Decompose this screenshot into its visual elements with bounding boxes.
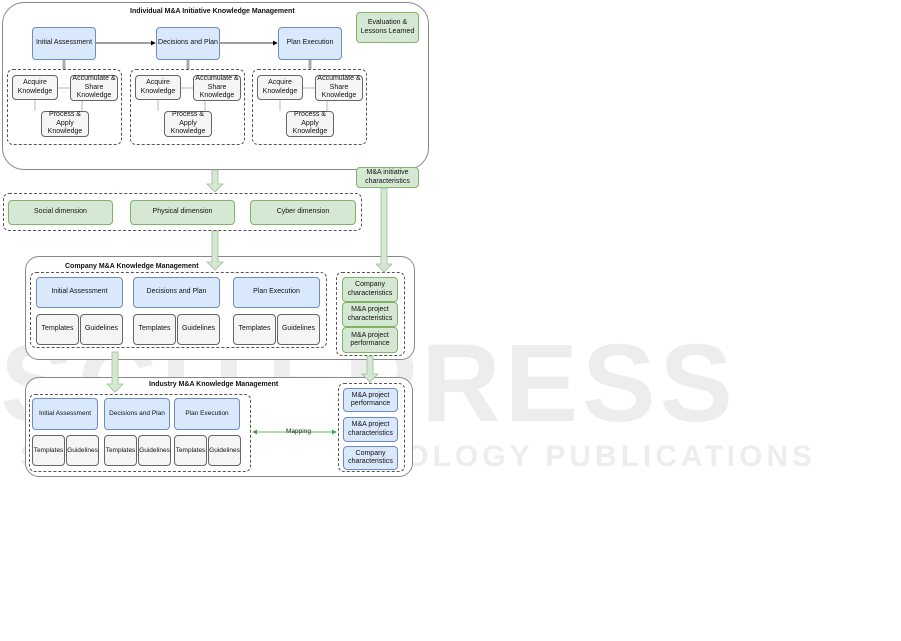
company-project-characteristics: M&A project characteristics bbox=[342, 302, 398, 327]
accumulate-share-knowledge: Accumulate & Share Knowledge bbox=[193, 75, 241, 101]
process-apply-knowledge: Process & Apply Knowledge bbox=[164, 111, 212, 137]
acquire-knowledge: Acquire Knowledge bbox=[257, 75, 303, 100]
company-templates: Templates bbox=[233, 314, 276, 345]
industry-phase-initial-assessment: Initial Assessment bbox=[32, 398, 98, 430]
initiative-characteristics: M&A initiative characteristics bbox=[356, 167, 419, 188]
knowledge-cycle-group bbox=[7, 69, 122, 145]
accumulate-share-knowledge: Accumulate & Share Knowledge bbox=[315, 75, 363, 101]
company-templates: Templates bbox=[36, 314, 79, 345]
company-project-performance: M&A project performance bbox=[342, 327, 398, 353]
industry-company-characteristics: Company characteristics bbox=[343, 446, 398, 470]
company-guidelines: Guidelines bbox=[277, 314, 320, 345]
industry-guidelines: Guidelines bbox=[208, 435, 241, 466]
cyber-dimension: Cyber dimension bbox=[250, 200, 356, 225]
industry-phase-decisions-and-plan: Decisions and Plan bbox=[104, 398, 170, 430]
industry-guidelines: Guidelines bbox=[66, 435, 99, 466]
dimensions-group bbox=[3, 193, 362, 231]
physical-dimension: Physical dimension bbox=[130, 200, 235, 225]
industry-templates: Templates bbox=[174, 435, 207, 466]
company-phase-plan-execution: Plan Execution bbox=[233, 277, 320, 308]
evaluation-lessons-learned: Evaluation & Lessons Learned bbox=[356, 12, 419, 43]
industry-phase-plan-execution: Plan Execution bbox=[174, 398, 240, 430]
industry-project-performance: M&A project performance bbox=[343, 388, 398, 412]
individual-km-title: Individual M&A Initiative Knowledge Mana… bbox=[130, 8, 295, 15]
process-apply-knowledge: Process & Apply Knowledge bbox=[286, 111, 334, 137]
company-characteristics-group bbox=[336, 272, 405, 356]
industry-km-title: Industry M&A Knowledge Management bbox=[149, 381, 279, 388]
process-apply-knowledge: Process & Apply Knowledge bbox=[41, 111, 89, 137]
company-guidelines: Guidelines bbox=[177, 314, 220, 345]
company-phases-group bbox=[30, 272, 327, 348]
company-templates: Templates bbox=[133, 314, 176, 345]
industry-templates: Templates bbox=[104, 435, 137, 466]
industry-guidelines: Guidelines bbox=[138, 435, 171, 466]
company-guidelines: Guidelines bbox=[80, 314, 123, 345]
company-km-title: Company M&A Knowledge Management bbox=[65, 263, 199, 270]
arrow-to-dimensions bbox=[206, 169, 224, 193]
industry-templates: Templates bbox=[32, 435, 65, 466]
individual-initial-assessment: Initial Assessment bbox=[32, 27, 96, 60]
individual-decisions-and-plan: Decisions and Plan bbox=[156, 27, 220, 60]
individual-plan-execution: Plan Execution bbox=[278, 27, 342, 60]
company-phase-decisions-and-plan: Decisions and Plan bbox=[133, 277, 220, 308]
social-dimension: Social dimension bbox=[8, 200, 113, 225]
acquire-knowledge: Acquire Knowledge bbox=[135, 75, 181, 100]
industry-project-characteristics: M&A project characteristics bbox=[343, 417, 398, 442]
knowledge-cycle-group bbox=[130, 69, 245, 145]
mapping-label: Mapping bbox=[284, 428, 313, 435]
industry-phases-group bbox=[29, 394, 251, 472]
company-phase-initial-assessment: Initial Assessment bbox=[36, 277, 123, 308]
industry-characteristics-group bbox=[338, 383, 405, 472]
acquire-knowledge: Acquire Knowledge bbox=[12, 75, 58, 100]
company-characteristics: Company characteristics bbox=[342, 277, 398, 302]
knowledge-cycle-group bbox=[252, 69, 367, 145]
accumulate-share-knowledge: Accumulate & Share Knowledge bbox=[70, 75, 118, 101]
